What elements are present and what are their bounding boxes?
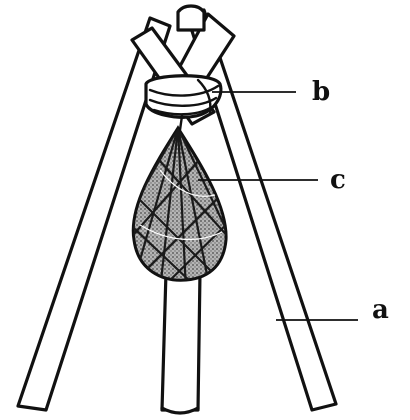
hanging-cord [178, 114, 184, 132]
tripod-pole-middle [160, 270, 202, 415]
label-c: c [330, 165, 346, 195]
net-bag [131, 125, 228, 282]
label-a: a [372, 295, 389, 325]
label-b: b [312, 77, 330, 107]
lashing-rope [144, 74, 223, 119]
tripod-pole-left [16, 16, 172, 412]
